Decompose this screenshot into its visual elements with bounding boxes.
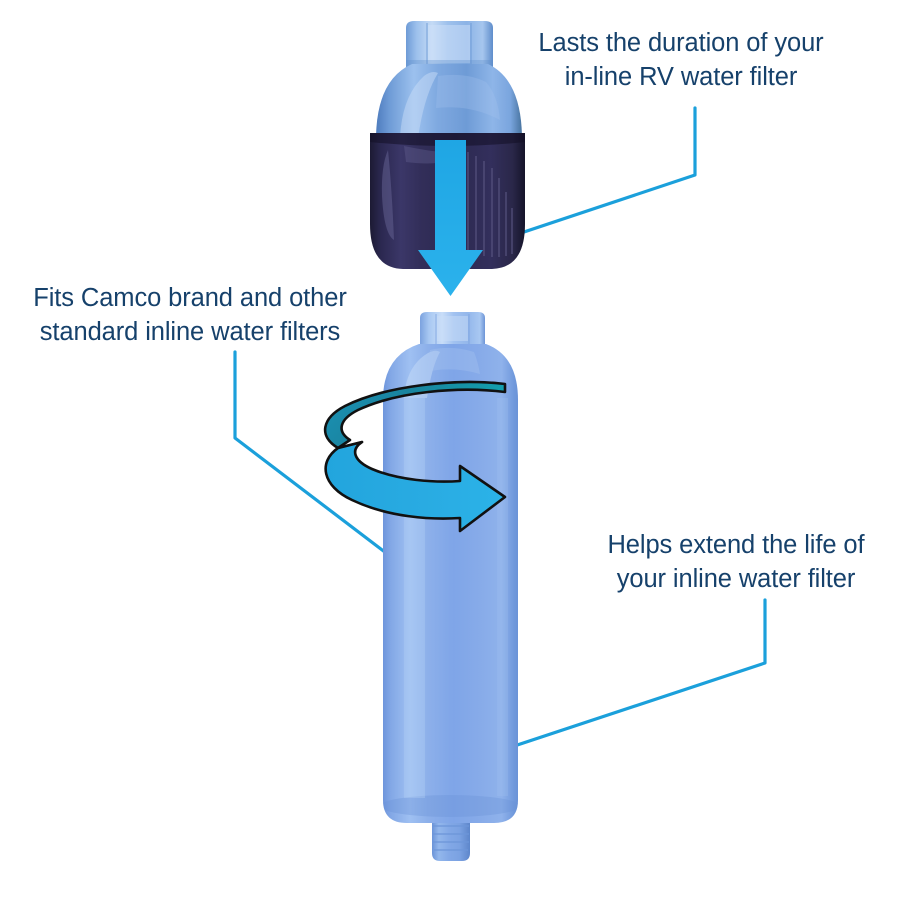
cap-hex-nut-icon xyxy=(406,21,493,68)
callout-lines xyxy=(233,106,767,757)
callout-line-fits-camco xyxy=(233,350,417,577)
callout-text-extend-life: Helps extend the life of your inline wat… xyxy=(607,531,865,593)
filter-cylinder xyxy=(383,344,518,823)
cap-dome xyxy=(376,64,522,140)
callout-text-fits-camco: Fits Camco brand and other standard inli… xyxy=(33,284,347,346)
cap-grip-ridges xyxy=(467,152,513,257)
callout-line-cap-duration xyxy=(498,106,697,242)
callout-line-extend-life xyxy=(485,598,767,757)
threaded-outlet-icon xyxy=(432,818,470,861)
wrap-around-arrow-icon xyxy=(323,380,507,533)
callout-text-cap-duration: Lasts the duration of your in-line RV wa… xyxy=(538,29,824,91)
filter-hex-nut-icon xyxy=(420,312,485,345)
filter-body-group xyxy=(383,312,518,861)
down-arrow-icon xyxy=(418,140,483,296)
